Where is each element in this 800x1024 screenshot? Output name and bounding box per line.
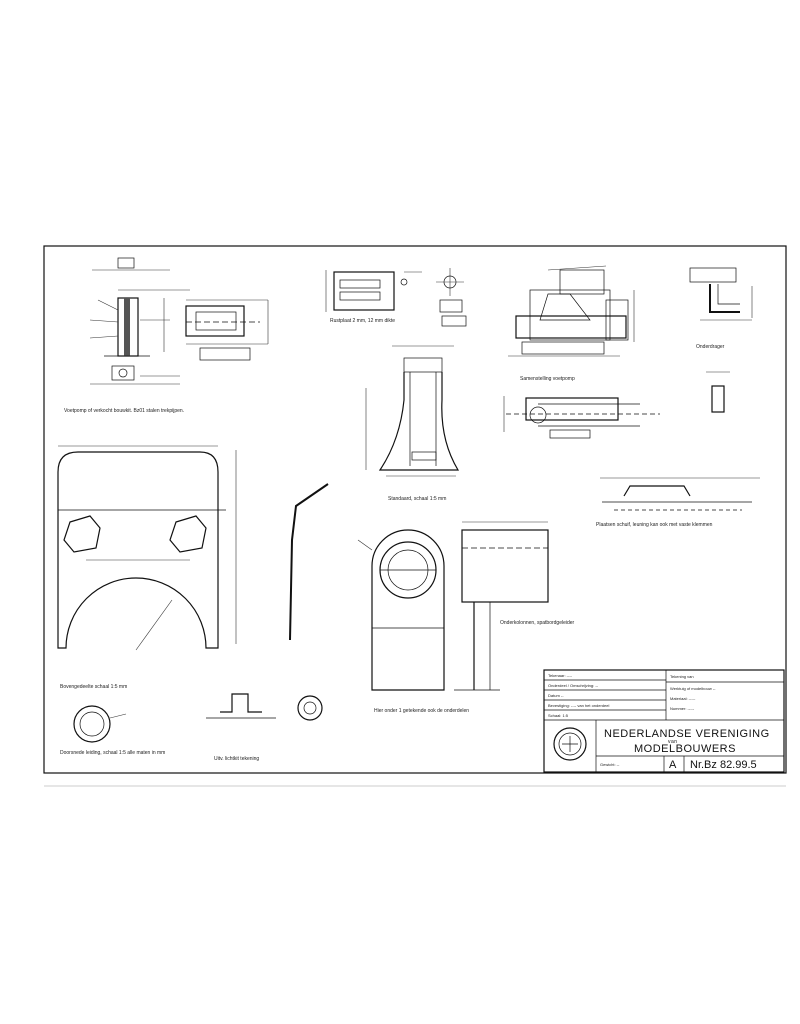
tb-right-3: Nummer: -----: [670, 706, 695, 711]
caption-washer: Hier onder 1 getekende ook de onderdelen: [374, 708, 469, 714]
drawing-number: Nr.Bz 82.99.5: [690, 759, 757, 771]
tb-row-2: Datum --: [548, 693, 564, 698]
tb-row-4: Schaal: 1:5: [548, 713, 569, 718]
caption-plate-scale: Bovengedeelte schaal 1:5 mm: [60, 684, 127, 690]
svg-text:Rustplaat 2 mm, 12 mm dikte: Rustplaat 2 mm, 12 mm dikte: [330, 318, 395, 324]
sheet-size: A: [669, 759, 677, 771]
tb-row-1: Onderdeel / Omschrijving: --: [548, 683, 599, 688]
caption-stand: Standaard, schaal 1:5 mm: [388, 496, 446, 502]
detail-right-middle: Plaatsen schuif, leuning kan ook met vas…: [596, 477, 760, 528]
org-name-line2: van: [668, 739, 678, 745]
tb-row-0: Tekenaar: ----: [548, 673, 573, 678]
detail-fittings: Uitv. lichtkit tekening: [206, 693, 323, 762]
caption-fittings: Uitv. lichtkit tekening: [214, 756, 259, 762]
caption-voetpomp: Voetpomp of verkocht bouwkit. Bz01 stale…: [64, 408, 184, 414]
association-seal-icon: [553, 727, 587, 761]
caption-assembly: Samenstelling voetpomp: [520, 376, 575, 382]
detail-voetpomp-section: Voetpomp of verkocht bouwkit. Bz01 stale…: [64, 257, 269, 414]
detail-bracket: Onderdrager: [689, 267, 753, 413]
detail-stand: Standaard, schaal 1:5 mm: [365, 345, 460, 502]
detail-column: Onderkolonnen, spatbordgeleider: [454, 521, 575, 691]
org-name-line1: NEDERLANDSE VERENIGING: [604, 728, 770, 740]
caption-bracket: Onderdrager: [696, 344, 725, 350]
detail-washer: Hier onder 1 getekende ook de onderdelen: [357, 529, 469, 714]
caption-round: Doorsnede leiding, schaal 1:5 alle maten…: [60, 750, 165, 756]
detail-round: Doorsnede leiding, schaal 1:5 alle maten…: [60, 705, 165, 756]
caption-column: Onderkolonnen, spatbordgeleider: [500, 620, 575, 626]
title-block: Tekenaar: ---- Onderdeel / Omschrijving:…: [543, 669, 785, 773]
tb-right-2: Materiaal: -----: [670, 696, 696, 701]
tb-row-3: Bevestiging: ---- van het onderdeel: [548, 703, 609, 708]
sheet-border: [43, 245, 787, 774]
org-name-line3: MODELBOUWERS: [634, 743, 736, 755]
detail-assembly: Samenstelling voetpomp: [503, 265, 660, 439]
tb-right-0: Tekening van: [670, 674, 694, 679]
tb-right-1: Werktuig of modelbouw --: [670, 686, 716, 691]
detail-rod: [289, 483, 329, 641]
detail-top-middle: Rustplaat 2 mm, 12 mm dikte: [325, 268, 467, 327]
tb-row-5: Gewicht: --: [600, 762, 620, 767]
detail-mudguard-plate: Bovengedeelte schaal 1:5 mm: [57, 445, 237, 690]
caption-right-detail: Plaatsen schuif, leuning kan ook met vas…: [596, 522, 713, 528]
